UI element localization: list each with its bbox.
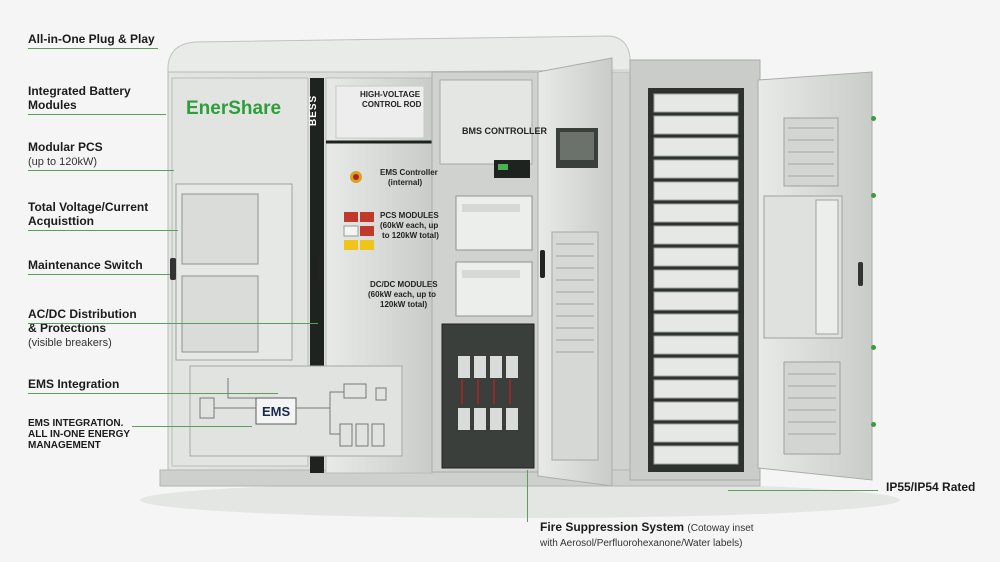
dcdc-modules-label-1: DC/DC MODULES [370, 280, 438, 289]
label-pcs-sub: (up to 120kW) [28, 156, 98, 168]
label-fire-title: Fire Suppression System (Cotoway inset [540, 520, 754, 536]
label-acdc-3: (visible breakers) [28, 335, 112, 350]
ems-controller-label-1: EMS Controller [380, 168, 438, 177]
label-acdc-2: & Protections [28, 321, 107, 335]
fire-title: Fire Suppression System [540, 520, 685, 534]
label-ems-caps-1: EMS INTEGRATION. [28, 418, 124, 429]
label-battery-1: Integrated Battery [28, 84, 131, 98]
label-battery-2: Modules [28, 98, 77, 112]
leader-line [728, 490, 878, 491]
label-voltage-1: Total Voltage/Current [28, 200, 149, 214]
dcdc-modules-label-3: 120kW total) [380, 300, 428, 309]
leader-line [28, 323, 318, 324]
label-ems-caps-2: ALL IN-ONE ENERGY [28, 429, 131, 440]
pcs-modules-label-3: to 120kW total) [382, 231, 439, 240]
label-voltage-2: Acquisttion [28, 214, 94, 228]
label-ems-caps-3: MANAGEMENT [28, 440, 101, 451]
leader-line [28, 48, 158, 49]
fire-note-a: (Cotoway inset [687, 523, 754, 534]
label-pcs-1: Modular PCS [28, 140, 103, 154]
leader-line [527, 470, 528, 522]
label-maintenance: Maintenance Switch [28, 258, 143, 272]
label-all-in-one: All-in-One Plug & Play [28, 32, 155, 46]
leader-line [28, 114, 166, 115]
pcs-modules-label-2: (60kW each, up [380, 221, 439, 230]
callout-dot [871, 116, 876, 121]
leader-line [28, 274, 170, 275]
pcs-modules-label-1: PCS MODULES [380, 211, 439, 220]
label-fire-note: with Aerosol/Perfluorohexanone/Water lab… [540, 535, 743, 551]
callout-dot [871, 345, 876, 350]
callout-dot [871, 422, 876, 427]
label-pcs-2: (up to 120kW) [28, 154, 97, 169]
leader-line [28, 393, 278, 394]
label-acdc-sub: (visible breakers) [28, 337, 112, 349]
label-acdc-1: AC/DC Distribution [28, 307, 137, 321]
brand-logo: EnerShare [186, 98, 282, 119]
hv-label-1: HIGH-VOLTAGE [360, 90, 421, 99]
callout-dot [871, 193, 876, 198]
bess-mark: BESS [308, 94, 319, 126]
label-ems: EMS Integration [28, 377, 120, 391]
fire-note-b: with Aerosol/Perfluorohexanone/Water lab… [540, 538, 743, 549]
ems-box-label: EMS [262, 404, 291, 419]
ems-controller-label-2: (internal) [388, 178, 423, 187]
leader-line [132, 426, 252, 427]
leader-line [28, 170, 174, 171]
bms-label: BMS CONTROLLER [462, 126, 547, 136]
hv-label-2: CONTROL ROD [362, 100, 422, 109]
label-ip-rating: IP55/IP54 Rated [886, 480, 976, 494]
dcdc-modules-label-2: (60kW each, up to [368, 290, 437, 299]
leader-line [28, 230, 178, 231]
